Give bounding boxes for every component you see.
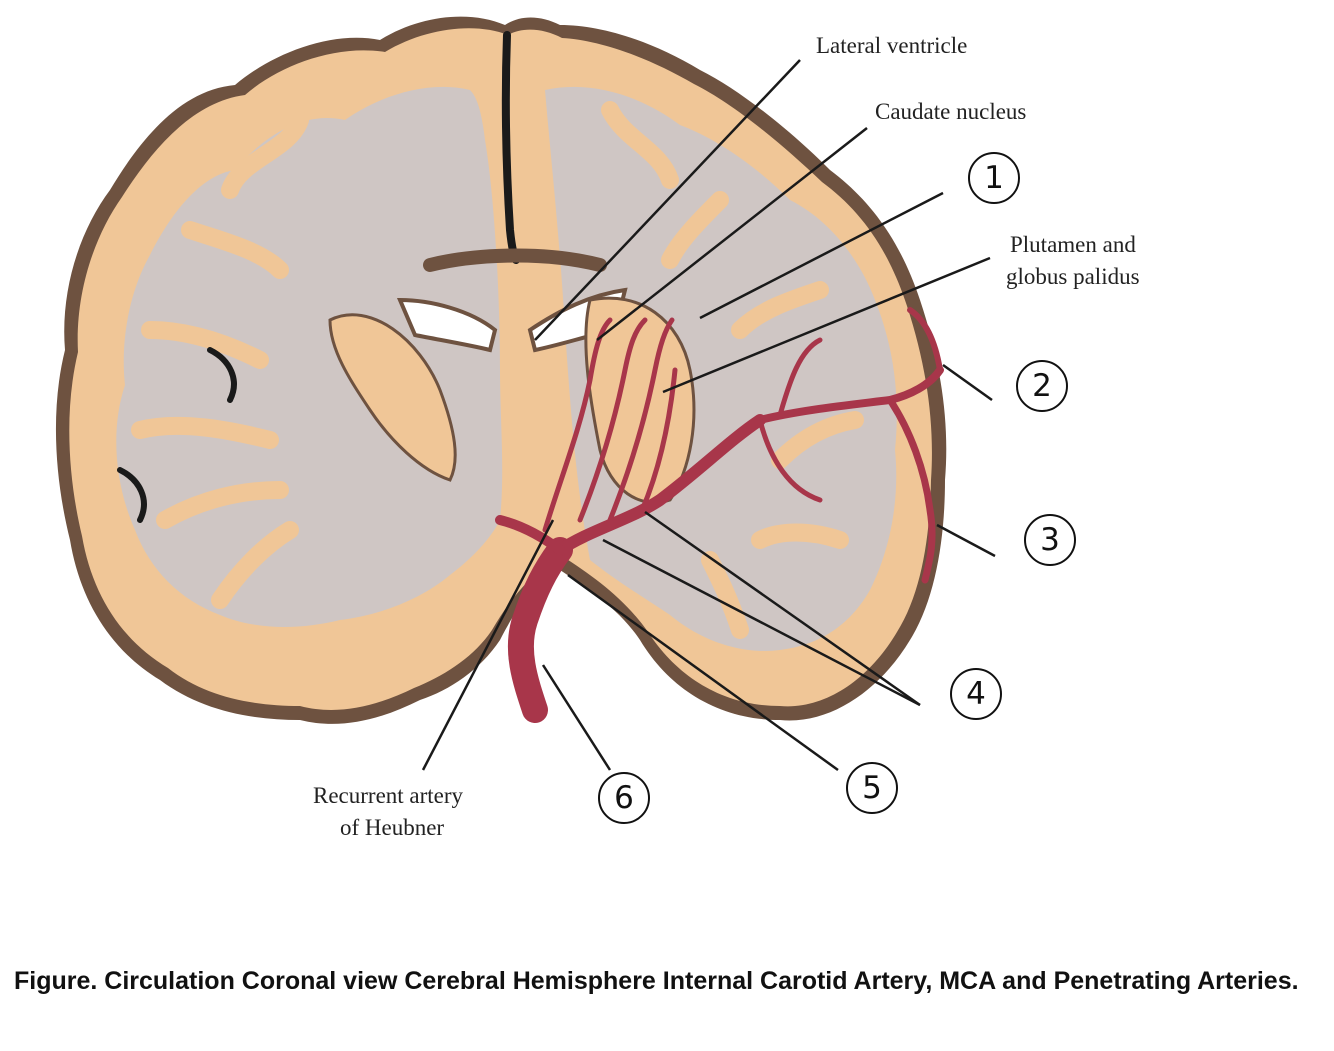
- marker-number-4: 4: [950, 668, 1002, 720]
- marker-number-6-text: 6: [614, 780, 634, 816]
- leader-lines: [421, 59, 996, 772]
- marker-number-5-text: 5: [862, 770, 882, 806]
- basal-ganglia: [328, 296, 696, 505]
- label-caudate-nucleus: Caudate nucleus: [875, 99, 1027, 124]
- label-heubner-line2: of Heubner: [340, 815, 445, 840]
- marker-number-5: 5: [846, 762, 898, 814]
- label-putamen-line2: globus palidus: [1006, 264, 1140, 289]
- arteries: [495, 307, 944, 723]
- marker-number-3-text: 3: [1040, 522, 1060, 558]
- marker-number-4-text: 4: [966, 676, 986, 712]
- marker-number-2-text: 2: [1032, 368, 1052, 404]
- marker-number-1-text: 1: [984, 160, 1004, 196]
- white-matter-left: [116, 86, 503, 627]
- figure-caption: Figure. Circulation Coronal view Cerebra…: [14, 967, 1299, 995]
- corpus-callosum: [423, 248, 607, 272]
- label-putamen-line1: Plutamen and: [1010, 232, 1136, 257]
- label-lateral-ventricle: Lateral ventricle: [816, 33, 968, 58]
- marker-number-2: 2: [1016, 360, 1068, 412]
- label-heubner-line1: Recurrent artery: [313, 783, 464, 808]
- marker-number-1: 1: [968, 152, 1020, 204]
- marker-number-6: 6: [598, 772, 650, 824]
- marker-number-3: 3: [1024, 514, 1076, 566]
